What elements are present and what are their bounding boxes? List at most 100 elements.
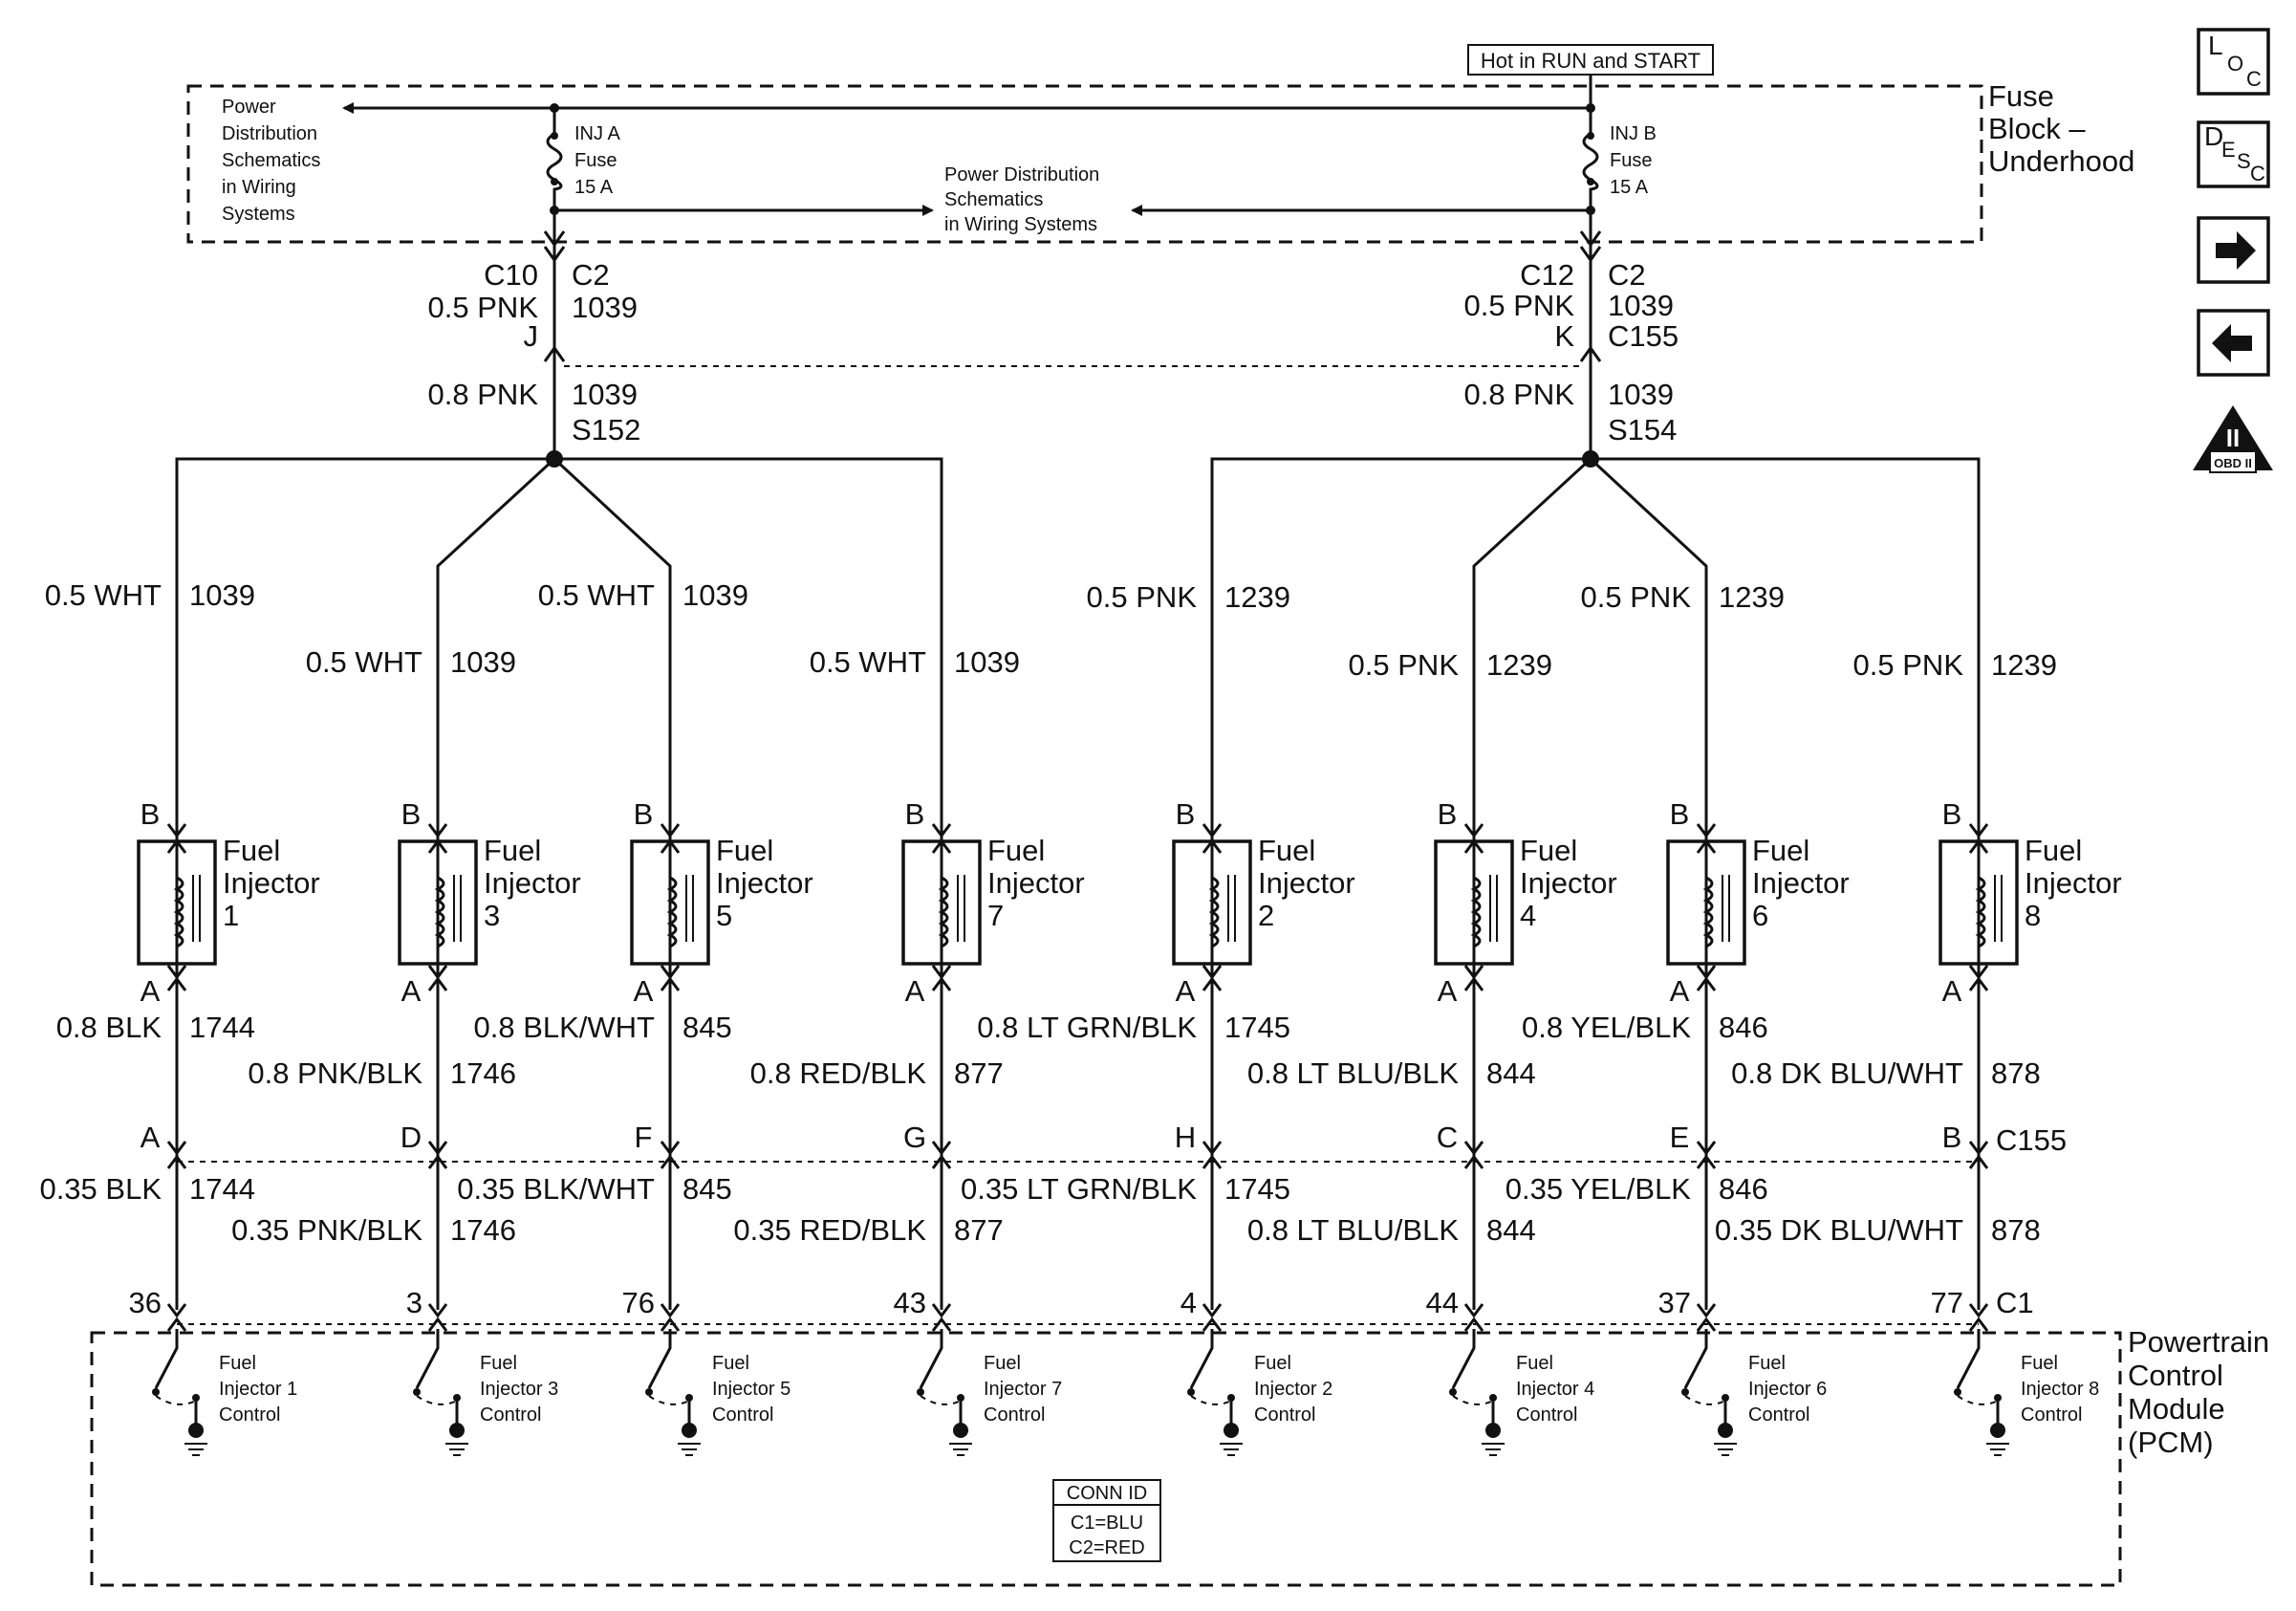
injector-name: Injector [716,866,813,900]
pd-left-label: Power Distribution Schematics in Wiring … [222,97,320,225]
injector-name: Injector [1520,866,1617,900]
pd-left-line: Schematics [222,150,320,171]
injector-pin-top: B [1176,797,1196,831]
injector-name: Fuel [223,834,280,867]
control-wire2-circuit: 845 [682,1172,732,1206]
control-wire1-circuit: 878 [1991,1056,2041,1090]
pcm-driver-label: Fuel [219,1353,256,1374]
injector-name: Fuel [1520,834,1577,867]
loc-button[interactable]: L O C [2197,28,2270,96]
control-wire1-circuit: 844 [1486,1056,1536,1090]
coil-icon [173,876,184,948]
injector-pin-bottom: A [1438,974,1458,1008]
coil-icon [1208,876,1220,948]
pcm-pin: 43 [894,1286,926,1319]
desc-letter: D [2204,121,2223,151]
feed-b-conn-right: C2 [1608,258,1646,292]
control-wire2-circuit: 844 [1486,1213,1536,1247]
injector-pin-bottom: A [905,974,925,1008]
loc-button-frame [2197,28,2270,96]
obd-text: OBD II [2214,456,2252,470]
injector-name: 8 [2025,899,2041,932]
fuse-b-label: Fuse [1610,150,1652,171]
control-wire2-circuit: 1745 [1224,1172,1290,1206]
next-page-button[interactable] [2197,216,2270,284]
desc-letter: E [2221,138,2236,162]
obd-ii-button[interactable]: II OBD II [2193,405,2273,473]
ground-node [953,1423,968,1438]
arrow-right-icon [2216,231,2256,270]
feed-b-wire-color: 0.5 PNK [1464,289,1575,322]
c155-pin: F [635,1121,653,1154]
coil-icon [666,876,678,948]
control-wire2-color: 0.8 LT BLU/BLK [1247,1213,1459,1247]
pcm-title-line: Powertrain [2128,1325,2269,1359]
pd-center-label: Power Distribution Schematics in Wiring … [944,164,1099,235]
c155-pin: B [1942,1121,1962,1154]
c155-label: C155 [1996,1123,2067,1157]
loc-letter: L [2208,31,2223,60]
feed-a-circuit2: 1039 [572,378,638,411]
feed-a-conn-right: C2 [572,258,610,292]
injector-top-wire-color: 0.5 WHT [810,645,926,679]
pcm-driver-label: Injector 7 [984,1379,1062,1400]
c155-pin: G [903,1121,926,1154]
pd-left-line: Distribution [222,123,317,144]
feed-b: C12 C2 0.5 PNK 1039 K C155 0.8 PNK 1039 … [1464,229,1679,468]
pcm-pin: 77 [1931,1286,1963,1319]
fuse-a-label: INJ A [574,123,620,144]
pcm-title-line: Control [2128,1359,2223,1392]
prev-page-button[interactable] [2197,309,2270,377]
control-wire1-color: 0.8 LT GRN/BLK [977,1011,1197,1044]
desc-button-frame [2197,120,2270,188]
driver-switch-icon [919,1329,943,1389]
feed-a-pin: J [524,319,539,353]
pcm-driver-label: Injector 1 [219,1379,297,1400]
feed-a-conn-left: C10 [484,258,538,292]
coil-icon [434,876,445,948]
injector-name: Injector [1752,866,1850,900]
injector-pin-bottom: A [141,974,161,1008]
feed-a-connector-top [543,230,566,263]
injector-top-wire-color: 0.5 WHT [538,578,655,612]
driver-switch-icon [1451,1329,1476,1389]
feed-a-wire2-color: 0.8 PNK [428,378,539,411]
injector-pin-bottom: A [1670,974,1690,1008]
injector-name: Injector [223,866,320,900]
control-wire2-color: 0.35 PNK/BLK [231,1213,422,1247]
injector-name: Fuel [2025,834,2082,867]
injector-name: 2 [1258,899,1274,932]
injector-name: Fuel [987,834,1045,867]
ground-icon [678,1443,701,1456]
coil-icon [1470,876,1482,948]
control-wire1-color: 0.8 LT BLU/BLK [1247,1056,1459,1090]
pcm-pin: 36 [129,1286,162,1319]
conn-id-box [1052,1479,1161,1562]
control-wire1-circuit: 877 [954,1056,1004,1090]
injector-name: 1 [223,899,239,932]
pcm-driver-label: Fuel [984,1353,1021,1374]
injector-name: Injector [2025,866,2122,900]
pcm-driver-label: Injector 6 [1748,1379,1827,1400]
ground-icon [949,1443,972,1456]
control-wire1-color: 0.8 PNK/BLK [248,1056,422,1090]
c155-pin: E [1670,1121,1690,1154]
pcm-pin: 4 [1180,1286,1197,1319]
driver-switch-icon [1683,1329,1708,1389]
injector-top-circuit: 1239 [1224,580,1290,614]
feed-a: C10 C2 0.5 PNK 1039 J 0.8 PNK 1039 S152 [428,229,640,468]
c155-pin: A [141,1121,161,1154]
coil-icon [1702,876,1714,948]
desc-button[interactable]: D E S C [2197,120,2270,188]
pcm-driver-label: Control [1254,1404,1315,1426]
injector-name: 4 [1520,899,1536,932]
pcm-pin: 44 [1426,1286,1459,1319]
injector-top-circuit: 1039 [189,578,255,612]
pcm-pin: 3 [406,1286,422,1319]
control-wire1-circuit: 1744 [189,1011,255,1044]
pcm-driver-label: Control [480,1404,541,1426]
